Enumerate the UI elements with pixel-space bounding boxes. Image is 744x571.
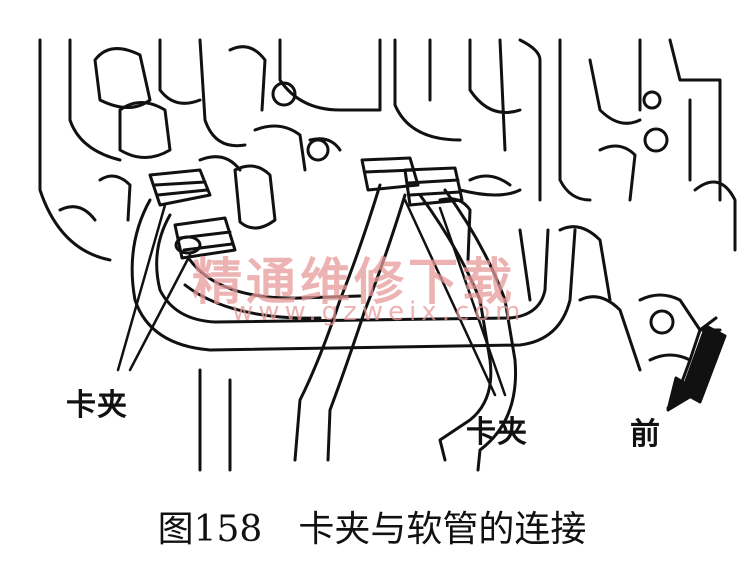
hose-pipes bbox=[130, 183, 577, 472]
watermark-url: www.gzweix.com bbox=[232, 297, 526, 327]
front-direction-arrow bbox=[666, 316, 727, 412]
hose-clips bbox=[148, 156, 464, 260]
figure-title: 卡夹与软管的连接 bbox=[298, 509, 587, 550]
hose-clip-left-upper bbox=[148, 168, 212, 207]
engine-hose-diagram bbox=[38, 38, 737, 472]
engine-block-outline bbox=[38, 38, 737, 372]
clip-label-right: 卡夹 bbox=[466, 415, 528, 450]
figure-number: 图158 bbox=[157, 509, 263, 550]
hose-clip-right-a bbox=[360, 156, 420, 192]
figure-caption: 图158 卡夹与软管的连接 bbox=[0, 500, 744, 552]
watermark-text: 精通维修下载 bbox=[192, 253, 516, 311]
hose-clip-right-b bbox=[403, 166, 464, 207]
front-direction-label: 前 bbox=[630, 417, 661, 452]
clip-label-left: 卡夹 bbox=[66, 388, 128, 423]
leader-lines bbox=[116, 198, 507, 397]
